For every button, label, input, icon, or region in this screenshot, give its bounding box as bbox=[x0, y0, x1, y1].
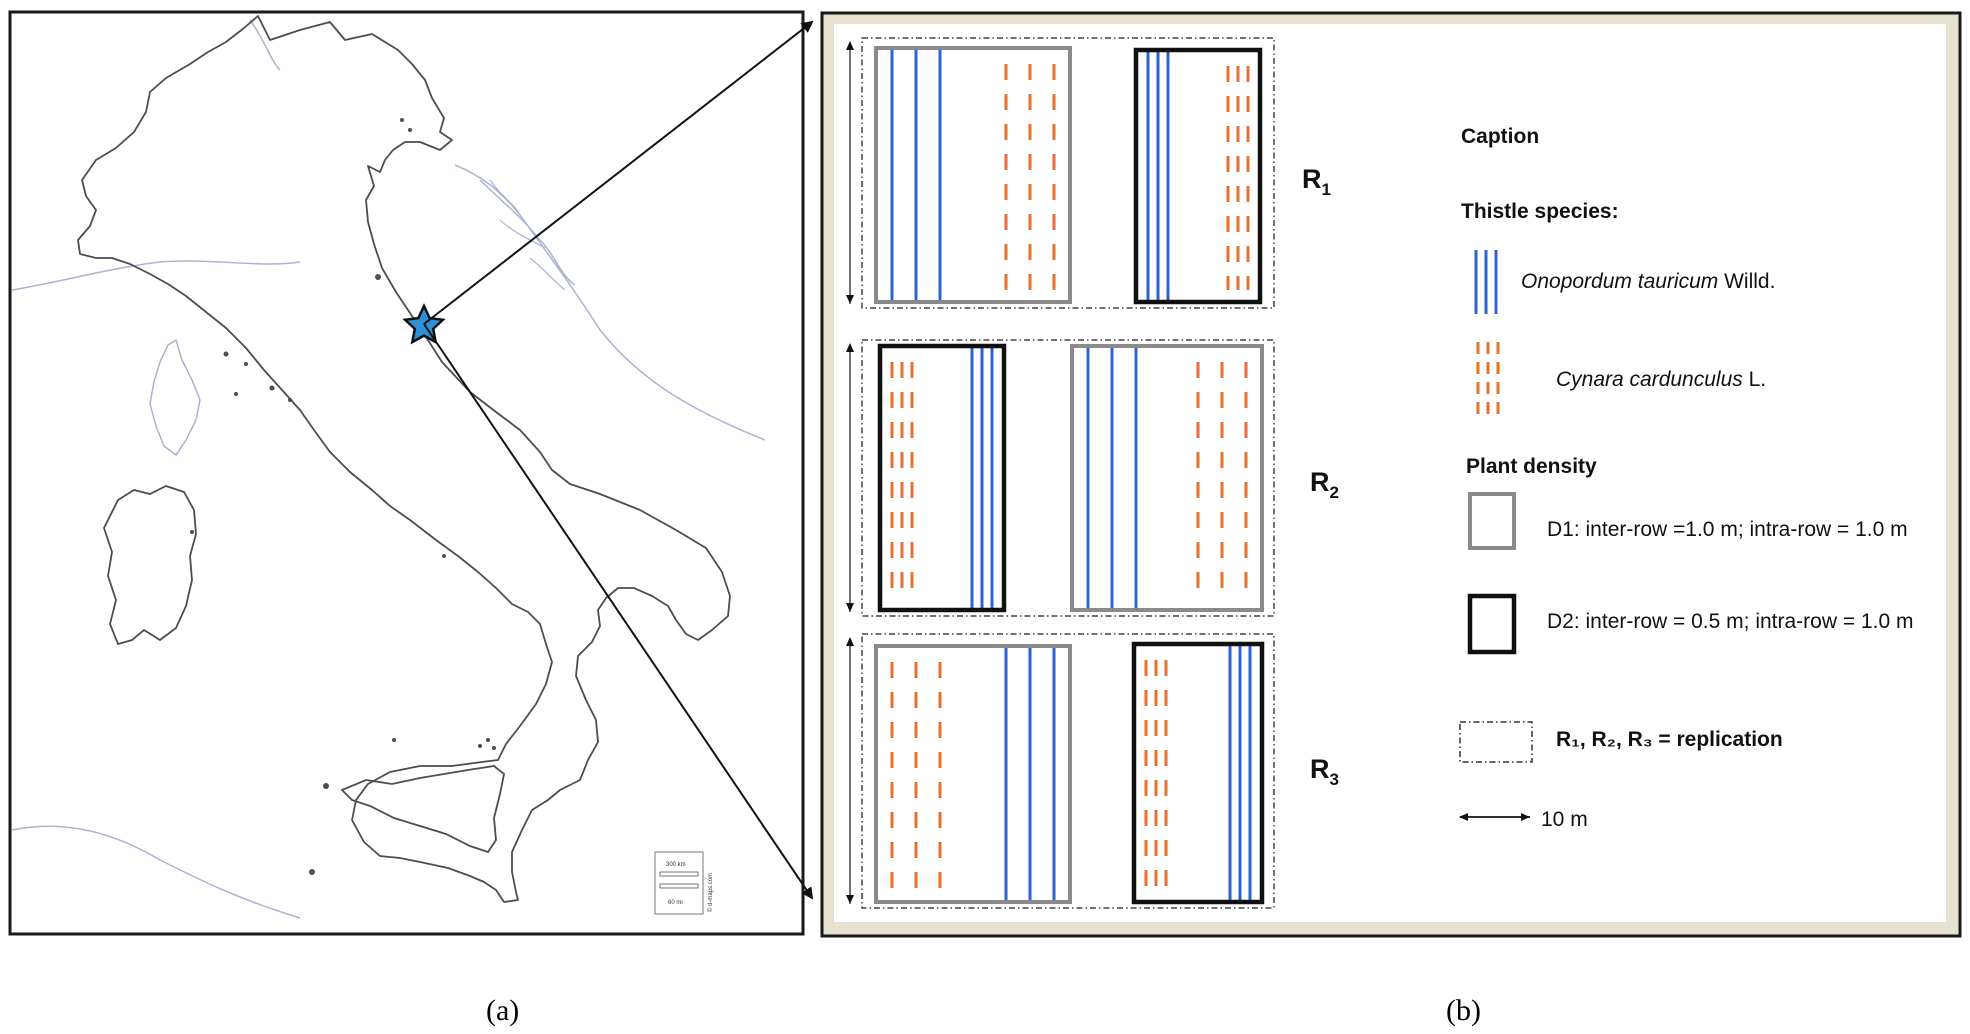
plot-d2 bbox=[1133, 47, 1263, 305]
rep-3-sub: 3 bbox=[1330, 770, 1339, 789]
replication-boundary bbox=[861, 633, 1275, 909]
croatian-coast bbox=[489, 179, 566, 291]
plot-border bbox=[877, 343, 1007, 613]
replication-boundary bbox=[861, 37, 1275, 309]
legend-caption-title: Caption bbox=[1461, 125, 1539, 148]
caption-b: (b) bbox=[1446, 994, 1481, 1027]
legend-species-2: Cynara cardunculus L. bbox=[1556, 368, 1766, 391]
plot-d1 bbox=[1070, 344, 1264, 612]
species-1-author: Willd. bbox=[1718, 270, 1775, 293]
legend-scale-text: 10 m bbox=[1541, 808, 1588, 831]
plot-border bbox=[1070, 344, 1264, 612]
italy-outline bbox=[77, 15, 731, 903]
replication-block-3 bbox=[846, 633, 1275, 909]
scale-bar-top: 300 km bbox=[666, 862, 686, 868]
legend: Caption Thistle species: Onopordum tauri… bbox=[1459, 125, 1913, 831]
legend-blue-lines-icon bbox=[1474, 250, 1498, 314]
plot-border bbox=[874, 644, 1072, 904]
species-2-author: L. bbox=[1743, 368, 1766, 391]
scale-bar-bottom: 60 mi bbox=[668, 900, 683, 906]
species-2-name: Cynara cardunculus bbox=[1556, 368, 1743, 391]
rep-1-sub: 1 bbox=[1322, 180, 1331, 199]
panel-a-map: 300 km 60 mi © d-maps.com (a) bbox=[8, 10, 805, 1027]
plot-border bbox=[874, 46, 1072, 304]
replication-block-2 bbox=[846, 339, 1275, 617]
legend-species-title: Thistle species: bbox=[1461, 200, 1619, 223]
plot-border bbox=[1131, 641, 1265, 905]
panel-b-inner bbox=[834, 24, 1946, 922]
map-credit: © d-maps.com bbox=[707, 873, 714, 912]
plot-d1 bbox=[874, 46, 1072, 304]
plot-d2 bbox=[1131, 641, 1265, 905]
small-islands bbox=[190, 118, 496, 875]
legend-orange-dashes-icon bbox=[1476, 342, 1500, 414]
arrow-to-panel-bottom bbox=[423, 323, 814, 900]
replication-boundary bbox=[861, 339, 1275, 617]
legend-rep-text: R₁, R₂, R₃ = replication bbox=[1556, 728, 1783, 751]
species-1-name: Onopordum tauricum bbox=[1521, 270, 1718, 293]
sardinia-outline bbox=[103, 485, 197, 646]
plot-d1 bbox=[874, 644, 1072, 904]
legend-d2-text: D2: inter-row = 0.5 m; intra-row = 1.0 m bbox=[1547, 610, 1913, 633]
corsica-outline bbox=[149, 338, 201, 457]
legend-species-1: Onopordum tauricum Willd. bbox=[1521, 270, 1775, 293]
replication-block-1 bbox=[846, 37, 1275, 309]
panel-b-layout: R1 R2 R3 Caption Thistle species: Onopor… bbox=[820, 11, 1962, 1027]
legend-density-title: Plant density bbox=[1466, 455, 1597, 478]
connector-arrows bbox=[423, 20, 814, 900]
legend-d1-text: D1: inter-row =1.0 m; intra-row = 1.0 m bbox=[1547, 518, 1908, 541]
replication-blocks bbox=[846, 37, 1275, 909]
legend-d1-swatch bbox=[1468, 492, 1516, 550]
map-scale-bar: 300 km 60 mi © d-maps.com bbox=[654, 851, 714, 915]
rep-2-sub: 2 bbox=[1330, 483, 1339, 502]
national-borders bbox=[11, 19, 766, 919]
arrow-to-panel-top bbox=[423, 20, 814, 325]
plot-border bbox=[1133, 47, 1263, 305]
plot-d2 bbox=[877, 343, 1007, 613]
sicily-outline bbox=[340, 765, 505, 854]
legend-d2-swatch bbox=[1467, 593, 1517, 655]
map-frame bbox=[8, 10, 805, 936]
caption-a: (a) bbox=[486, 994, 519, 1027]
legend-rep-swatch bbox=[1459, 721, 1533, 763]
